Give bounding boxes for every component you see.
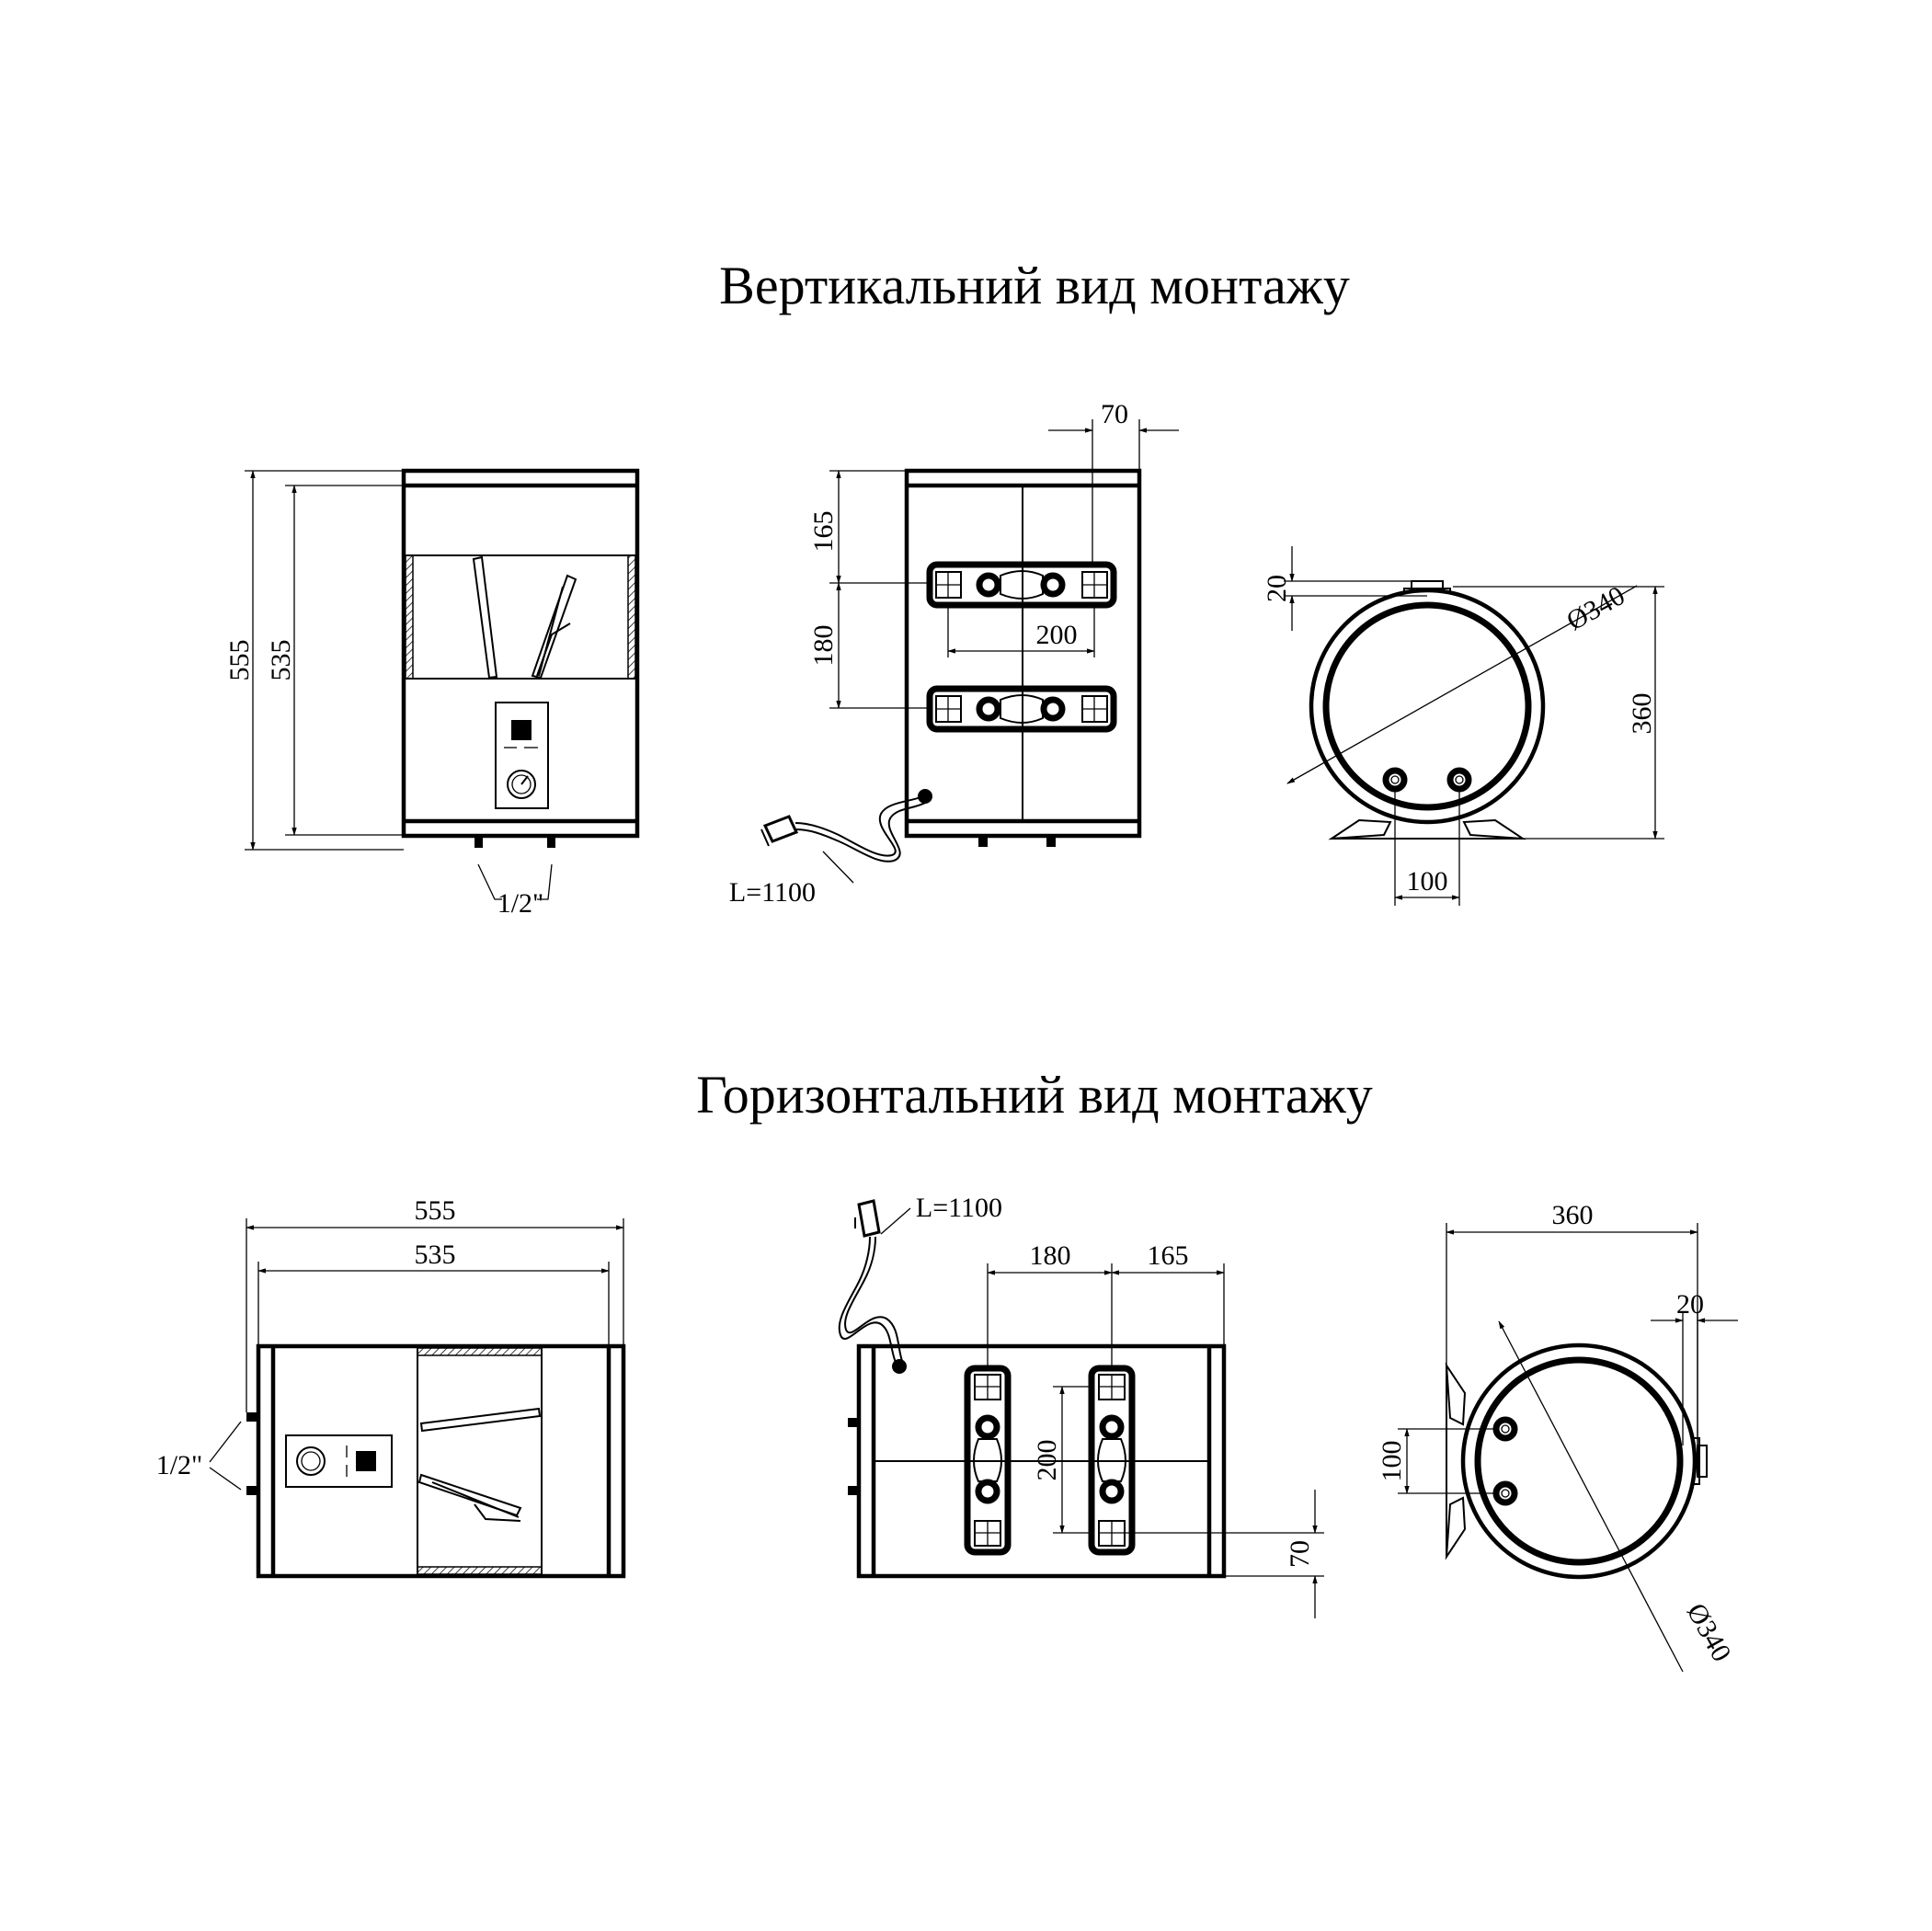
dim-340-horizontal: Ø340 <box>1681 1598 1737 1666</box>
dim-340-vertical: Ø340 <box>1561 580 1629 636</box>
power-plug-icon <box>762 815 799 843</box>
horizontal-side-view <box>1445 1343 1708 1580</box>
cable-length-horizontal: L=1100 <box>916 1193 1002 1223</box>
dim-180-vertical: 180 <box>808 625 839 667</box>
vertical-back-view <box>760 468 1142 863</box>
vertical-back-dimensions: 165 180 70 200 L=1100 <box>729 399 1179 908</box>
mounting-bracket-lower <box>926 685 1117 733</box>
cable-length-vertical: L=1100 <box>729 877 816 908</box>
dim-360-horizontal: 360 <box>1552 1200 1594 1230</box>
vertical-title: Вертикальний вид монтажу <box>719 256 1350 315</box>
thread-label-vertical: 1/2" <box>497 888 544 919</box>
thermostat-knob-icon <box>507 770 536 799</box>
dim-200-horizontal: 200 <box>1032 1440 1062 1481</box>
dim-180-horizontal: 180 <box>1030 1240 1071 1271</box>
dim-535-vertical: 535 <box>266 640 296 681</box>
power-plug-horizontal-icon <box>857 1199 881 1238</box>
vertical-front-dimensions: 555 535 1/2" <box>224 470 553 919</box>
thermostat-knob-horizontal-icon <box>296 1446 326 1476</box>
dim-555-horizontal: 555 <box>415 1195 456 1226</box>
dim-200-vertical: 200 <box>1036 620 1078 650</box>
dim-100-vertical: 100 <box>1407 866 1448 897</box>
horizontal-front-view <box>246 1343 626 1579</box>
dim-70-horizontal: 70 <box>1285 1540 1315 1568</box>
dim-165-vertical: 165 <box>808 511 839 553</box>
thread-label-horizontal: 1/2" <box>156 1450 203 1480</box>
display-horizontal-icon <box>356 1451 376 1471</box>
display-icon <box>511 720 532 740</box>
vertical-side-view <box>1309 580 1546 840</box>
mounting-bracket-upper <box>926 561 1117 609</box>
dim-535-horizontal: 535 <box>415 1240 456 1270</box>
horizontal-back-dimensions: L=1100 180 165 200 70 <box>880 1193 1324 1618</box>
vertical-side-dimensions: Ø340 20 360 100 <box>1262 546 1664 906</box>
horizontal-side-dimensions: Ø340 360 20 100 <box>1377 1200 1738 1673</box>
horizontal-title: Горизонтальний вид монтажу <box>696 1065 1372 1125</box>
dim-360-vertical: 360 <box>1627 693 1657 735</box>
control-panel <box>495 702 549 809</box>
horizontal-front-dimensions: 555 535 1/2" <box>156 1195 624 1491</box>
control-panel-horizontal <box>285 1434 393 1488</box>
dim-165-horizontal: 165 <box>1148 1240 1189 1271</box>
vertical-front-view <box>401 468 640 848</box>
dim-100-horizontal: 100 <box>1377 1441 1407 1482</box>
dim-555-vertical: 555 <box>224 640 255 681</box>
dim-70-vertical: 70 <box>1101 399 1128 429</box>
dim-20-vertical: 20 <box>1262 575 1292 602</box>
dim-20-horizontal: 20 <box>1676 1289 1704 1320</box>
